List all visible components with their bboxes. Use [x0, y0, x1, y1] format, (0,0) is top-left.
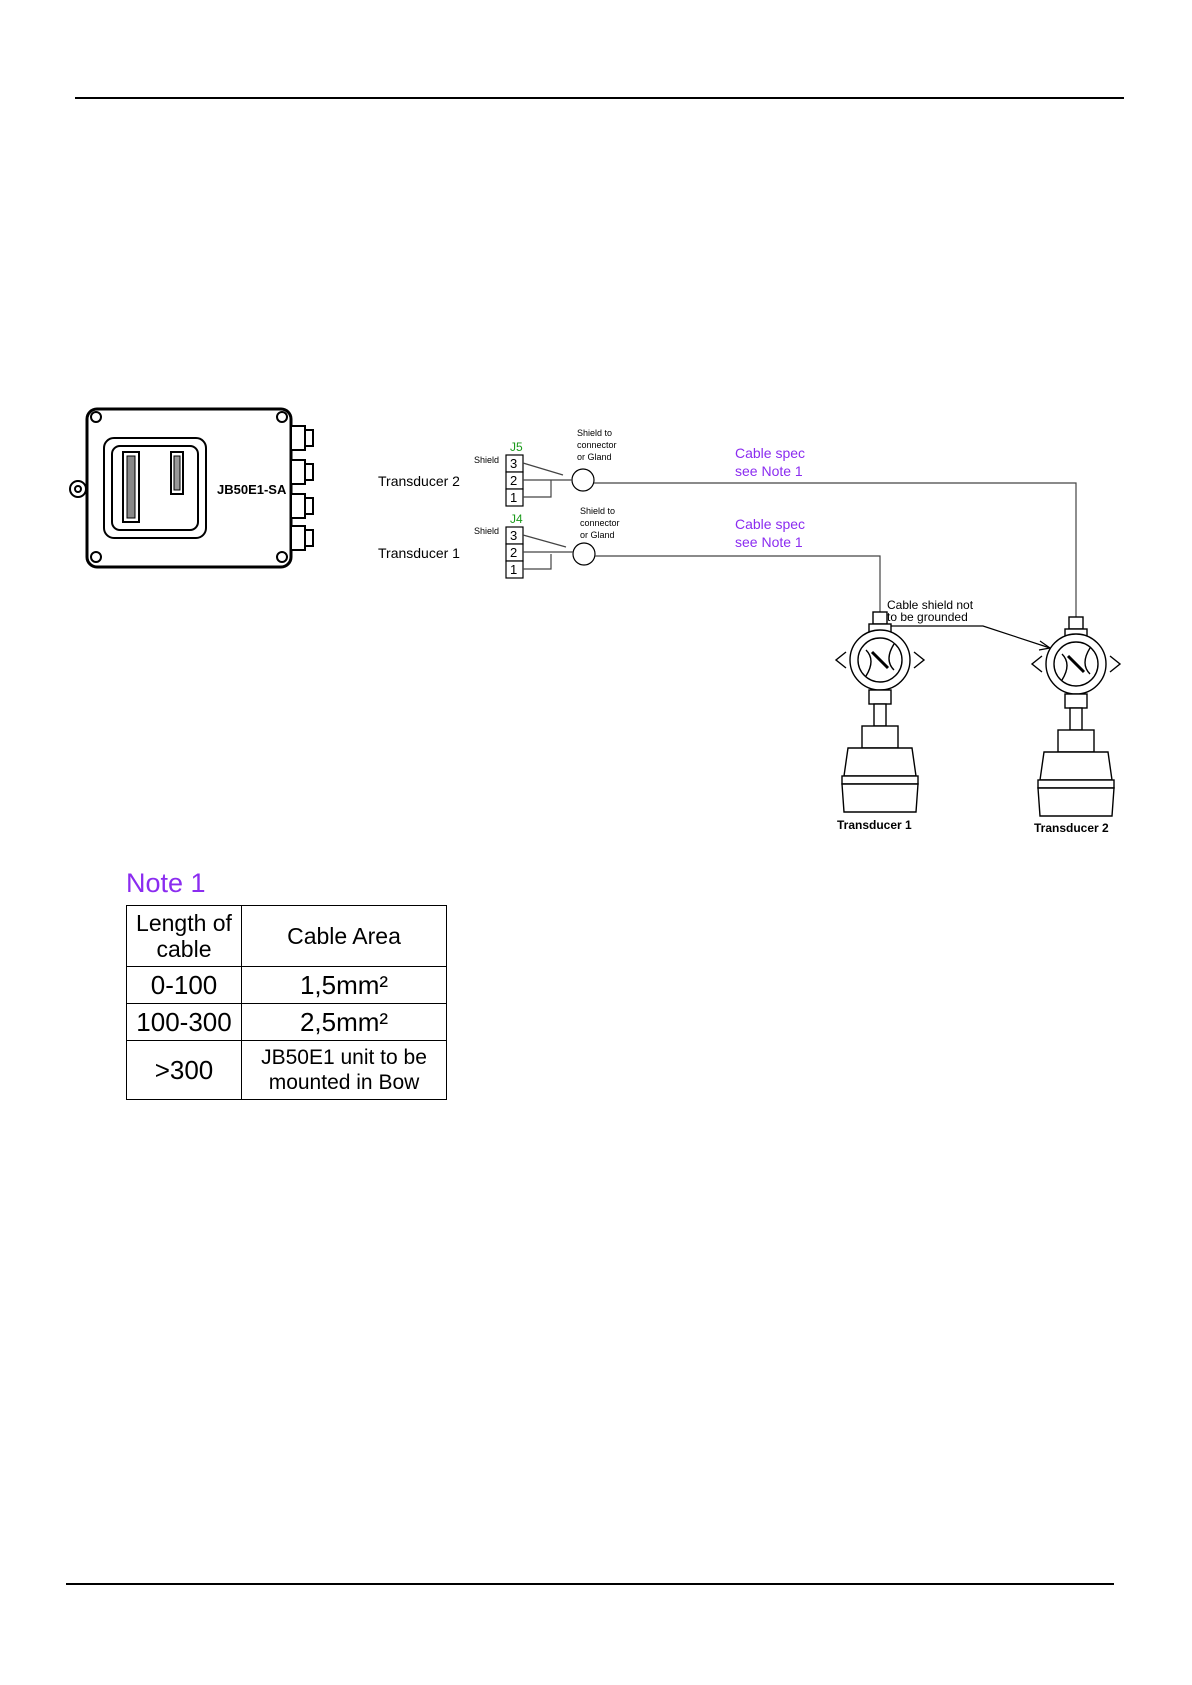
header-length-line-2: cable: [156, 936, 212, 962]
ground-note-2: to be grounded: [887, 610, 968, 624]
cell-length: 100-300: [126, 1003, 242, 1041]
wiring-diagram: JB50E1-SA 3 2 1 J5 Shield Transducer 2 S…: [69, 407, 1122, 835]
j4-cable-note-2: see Note 1: [735, 534, 803, 550]
j5-pin-3: 3: [510, 456, 517, 471]
j5-cable-note-1: Cable spec: [735, 445, 805, 461]
j5-shield-note-1: Shield to: [577, 428, 612, 438]
cable-spec-table: Length of cable Cable Area 0-100 1,5mm² …: [126, 905, 447, 1100]
cable-transducer1: [522, 534, 881, 612]
transducer2-name: Transducer 2: [1034, 821, 1109, 835]
header-length: Length of cable: [126, 905, 242, 967]
transducer1-label: Transducer 1: [378, 545, 460, 561]
header-rule: [75, 97, 1124, 99]
j4-pin-2: 2: [510, 545, 517, 560]
ground-note-arrow: [885, 625, 1051, 651]
cell-length: >300: [126, 1040, 242, 1100]
header-cable-area: Cable Area: [241, 905, 447, 967]
j5-pin-1: 1: [510, 490, 517, 505]
cell-area: 1,5mm²: [241, 966, 447, 1004]
j4-pin-1: 1: [510, 562, 517, 577]
cell-length: 0-100: [126, 966, 242, 1004]
junction-box: [69, 407, 314, 569]
j5-pin-2: 2: [510, 473, 517, 488]
cell-area: 2,5mm²: [241, 1003, 447, 1041]
transducer2-label: Transducer 2: [378, 473, 460, 489]
terminal-j4: [505, 526, 524, 579]
cell-area: JB50E1 unit to be mounted in Bow: [241, 1040, 447, 1100]
ground-note-1: Cable shield not: [887, 598, 974, 612]
transducer2-hardware: [1030, 616, 1122, 817]
j5-shield-note-3: or Gland: [577, 452, 612, 462]
j5-shield-note-2: connector: [577, 440, 617, 450]
table-row: >300 JB50E1 unit to be mounted in Bow: [126, 1040, 447, 1100]
j4-shield-note-1: Shield to: [580, 506, 615, 516]
cell-area-line-2: mounted in Bow: [268, 1071, 420, 1094]
unit-label: JB50E1-SA: [217, 482, 287, 497]
transducer1-hardware: [834, 611, 926, 813]
j4-label: J4: [510, 512, 523, 526]
terminal-j5: [505, 454, 524, 507]
header-length-line-1: Length of: [136, 910, 232, 936]
table-row: 100-300 2,5mm²: [126, 1003, 447, 1041]
j4-shield-note-3: or Gland: [580, 530, 615, 540]
transducer1-name: Transducer 1: [837, 818, 912, 832]
footer-rule: [66, 1583, 1114, 1585]
table-header-row: Length of cable Cable Area: [126, 905, 447, 967]
j4-pin-3: 3: [510, 528, 517, 543]
j4-cable-note-1: Cable spec: [735, 516, 805, 532]
j5-shield-label: Shield: [474, 455, 499, 465]
table-row: 0-100 1,5mm²: [126, 966, 447, 1004]
cable-transducer2: [522, 462, 1077, 617]
j4-shield-note-2: connector: [580, 518, 620, 528]
note1-title: Note 1: [126, 868, 206, 898]
j5-label: J5: [510, 440, 523, 454]
j4-shield-label: Shield: [474, 526, 499, 536]
cell-area-line-1: JB50E1 unit to be: [261, 1046, 427, 1069]
j5-cable-note-2: see Note 1: [735, 463, 803, 479]
